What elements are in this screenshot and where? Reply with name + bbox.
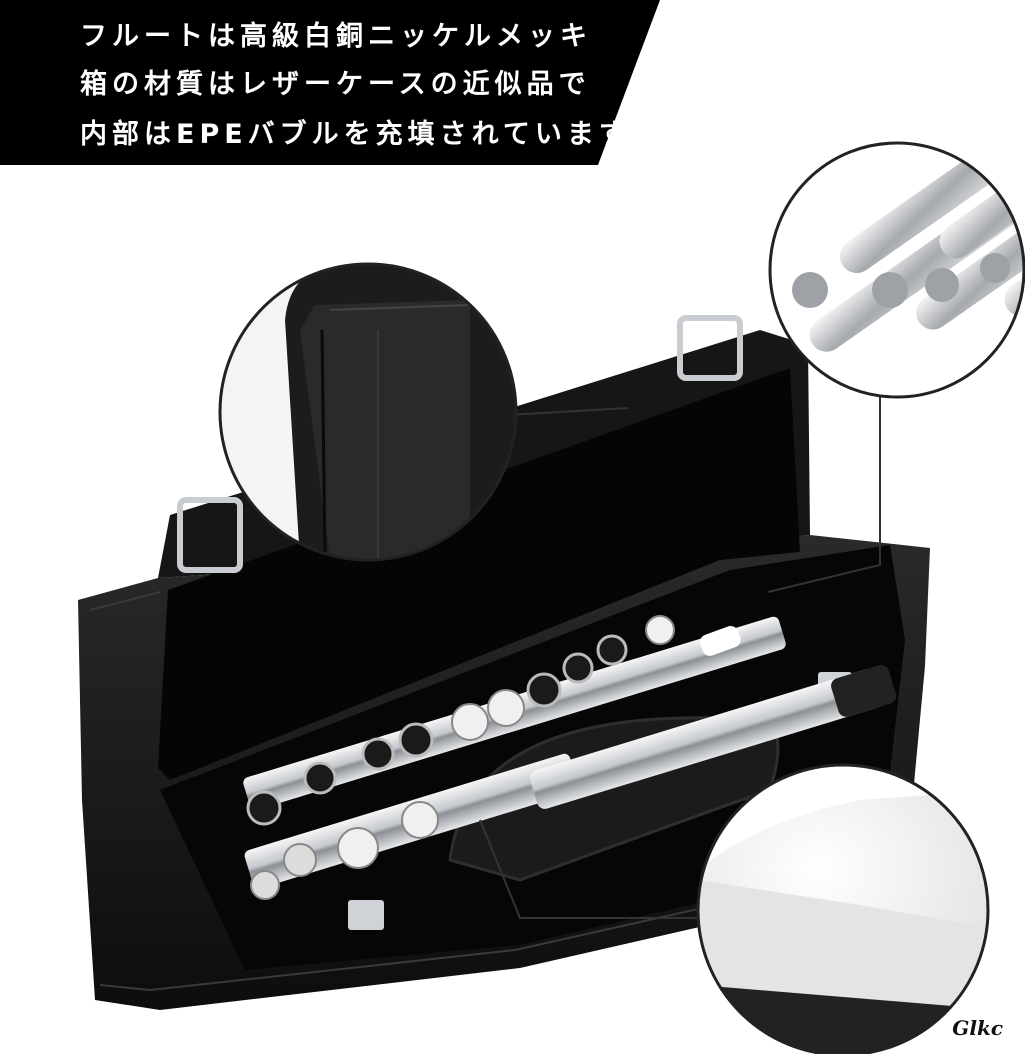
title-banner: フルートは高級白銅ニッケルメッキ 箱の材質はレザーケースの近似品で 内部はEPE… bbox=[0, 0, 660, 165]
banner-line-2: 箱の材質はレザーケースの近似品で bbox=[80, 69, 591, 100]
flute bbox=[243, 615, 897, 900]
callout-lines bbox=[479, 396, 881, 919]
flute-key-icon bbox=[246, 615, 741, 900]
banner-line-3: 内部はEPEバブルを充填されています bbox=[80, 119, 631, 150]
epe-foam-zoom bbox=[696, 763, 990, 1054]
banner-line-1: フルートは高級白銅ニッケルメッキ bbox=[80, 21, 592, 52]
case-corner-zoom bbox=[218, 262, 518, 562]
nickel-rods-zoom bbox=[768, 141, 1025, 399]
watermark: Glkc bbox=[952, 1016, 1003, 1040]
